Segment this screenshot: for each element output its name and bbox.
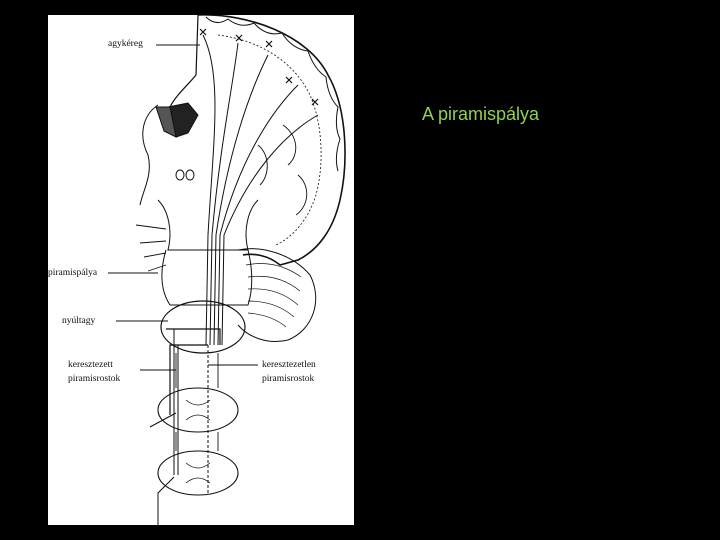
- thalamus-dot-2: [185, 169, 195, 181]
- label-uncrossed-2: piramisrostok: [262, 374, 315, 384]
- fiber-5: [221, 114, 319, 346]
- pyramidal-tract-figure: agykéreg piramispálya nyúltagy keresztez…: [48, 15, 354, 525]
- left-hemisphere-edge: [139, 104, 159, 206]
- spinal-segment-2: [157, 450, 239, 496]
- fiber-1: [202, 34, 216, 346]
- pons: [161, 249, 253, 306]
- sulci: [257, 124, 308, 216]
- ventricle-left: [155, 106, 177, 138]
- cortex-gyri: [205, 16, 341, 172]
- fiber-3: [213, 54, 269, 346]
- brain-spinal-cord-drawing: [108, 15, 346, 525]
- motor-root-2: [157, 476, 175, 525]
- cranial-nerves: [135, 224, 167, 272]
- cortex-neurons: [199, 28, 319, 106]
- midbrain: [157, 199, 259, 251]
- decussation: [166, 328, 221, 415]
- cortex-inner: [217, 34, 322, 246]
- cerebellum-folia: [245, 263, 302, 328]
- label-crossed-1: keresztezett: [68, 360, 113, 370]
- medulla-section: [160, 300, 246, 354]
- slide-title: A piramispálya: [422, 104, 540, 124]
- label-pyramidal-tract: piramispálya: [48, 268, 98, 278]
- crossed-tract: [173, 329, 179, 475]
- thalamus-dot-1: [175, 169, 185, 181]
- label-medulla: nyúltagy: [62, 316, 96, 326]
- spinal-segment-1: [157, 387, 239, 433]
- label-cortex: agykéreg: [108, 39, 143, 49]
- fiber-4: [217, 84, 299, 346]
- cortex-outline: [198, 15, 346, 266]
- medial-surface: [169, 15, 199, 108]
- cerebellum: [237, 248, 317, 342]
- motor-root-1: [149, 412, 177, 428]
- label-uncrossed-1: keresztezetlen: [262, 360, 316, 370]
- cord-link: [175, 353, 219, 451]
- fiber-2: [209, 42, 239, 346]
- grey-matter-1: [185, 399, 211, 421]
- label-crossed-2: piramisrostok: [68, 374, 121, 384]
- grey-matter-2: [185, 462, 211, 484]
